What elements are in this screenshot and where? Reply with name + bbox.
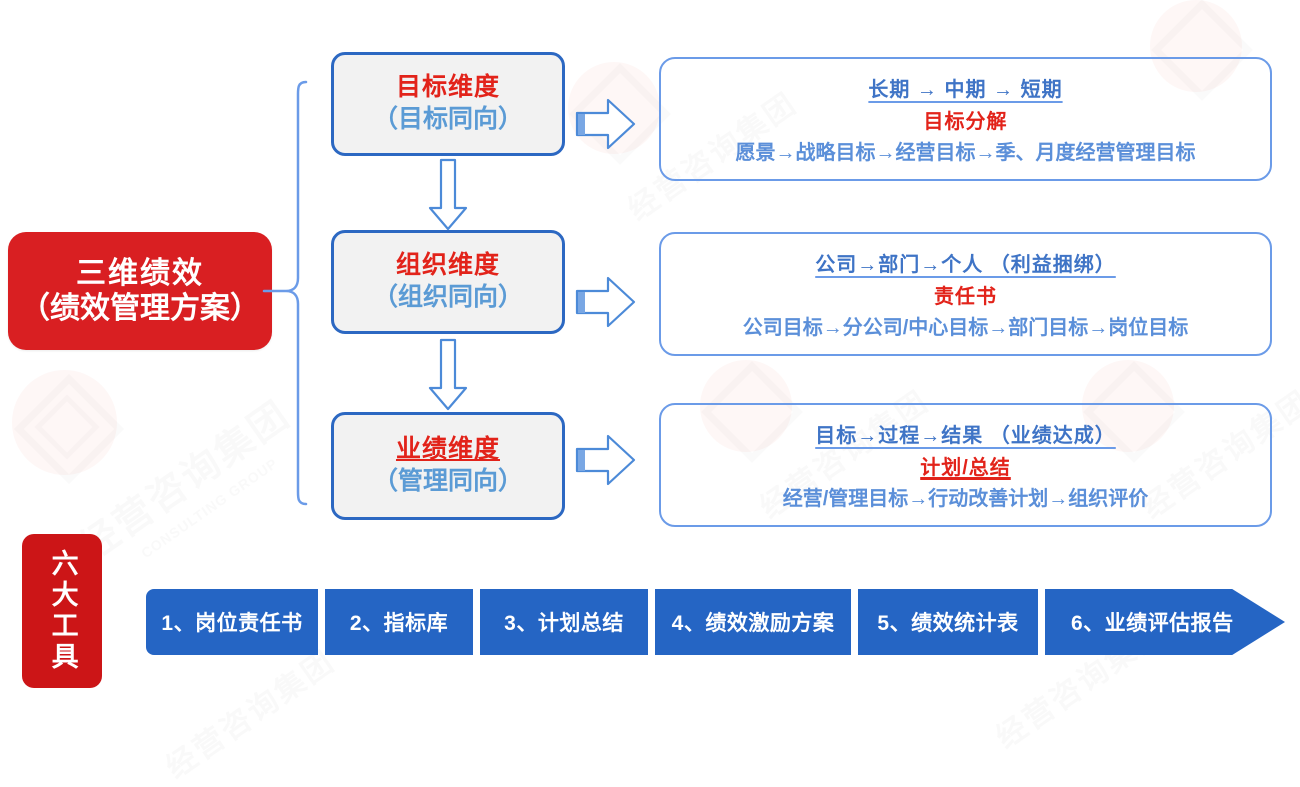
panel-mid: 责任书 <box>934 286 997 308</box>
dimension-subtitle: （目标同向） <box>372 105 523 134</box>
dimension-title: 组织维度 <box>395 251 500 280</box>
down-arrow-outline-icon <box>428 158 468 231</box>
tool-item-6[interactable]: 6、业绩评估报告 <box>1045 589 1285 655</box>
right-arrow-outline-icon <box>575 276 636 328</box>
main-concept-subtitle: （绩效管理方案） <box>20 292 260 325</box>
tools-toolbar: 1、岗位责任书 2、指标库 3、计划总结 4、绩效激励方案 5、绩效统计表 6、… <box>0 589 1300 657</box>
watermark-ring <box>12 370 117 475</box>
tool-item-label: 3、计划总结 <box>504 612 624 635</box>
left-curly-brace-icon <box>262 80 308 506</box>
six-tools-label: 六大工具 <box>22 534 102 688</box>
watermark-diamond-inner <box>34 394 100 460</box>
dimension-title: 业绩维度 <box>395 435 500 464</box>
panel-head: 目标→过程→结果 （业绩达成） <box>815 425 1116 447</box>
tool-item-1[interactable]: 1、岗位责任书 <box>146 589 318 655</box>
dimension-subtitle: （组织同向） <box>372 283 523 312</box>
dimension-title: 目标维度 <box>395 73 500 102</box>
panel-foot: 公司目标→分公司/中心目标→部门目标→岗位目标 <box>742 317 1189 339</box>
tool-item-label: 1、岗位责任书 <box>161 612 303 635</box>
main-concept-box[interactable]: 三维绩效 （绩效管理方案） <box>8 232 272 350</box>
dimension-subtitle: （管理同向） <box>372 467 523 496</box>
panel-mid: 目标分解 <box>923 111 1008 133</box>
panel-foot: 经营/管理目标→行动改善计划→组织评价 <box>782 488 1149 510</box>
six-tools-label-text: 六大工具 <box>47 549 78 673</box>
watermark-text: 经营咨询集团 <box>160 644 342 786</box>
detail-panel-performance[interactable]: 目标→过程→结果 （业绩达成） 计划/总结 经营/管理目标→行动改善计划→组织评… <box>659 403 1272 527</box>
watermark-diamond <box>13 373 125 485</box>
right-arrow-outline-icon <box>575 434 636 486</box>
detail-panel-goal[interactable]: 长期 → 中期 → 短期 目标分解 愿景→战略目标→经营目标→季、月度经营管理目… <box>659 57 1272 181</box>
tool-item-label: 5、绩效统计表 <box>877 612 1019 635</box>
tool-item-3[interactable]: 3、计划总结 <box>480 589 648 655</box>
watermark-subtext: CONSULTING GROUP <box>138 454 281 562</box>
right-arrow-outline-icon <box>575 98 636 150</box>
dimension-box-goal[interactable]: 目标维度 （目标同向） <box>331 52 565 156</box>
down-arrow-outline-icon <box>428 338 468 411</box>
tool-item-4[interactable]: 4、绩效激励方案 <box>655 589 851 655</box>
tool-item-label: 4、绩效激励方案 <box>671 612 835 635</box>
panel-foot: 愿景→战略目标→经营目标→季、月度经营管理目标 <box>735 142 1196 164</box>
tool-item-label: 2、指标库 <box>349 612 449 635</box>
diagram-canvas: 经营咨询集团 CONSULTING GROUP 经营咨询集团 经营咨询集团 经营… <box>0 0 1300 688</box>
panel-head: 公司→部门→个人 （利益捆绑） <box>815 254 1116 276</box>
tool-item-label: 6、业绩评估报告 <box>1071 612 1234 635</box>
tool-item-2[interactable]: 2、指标库 <box>325 589 473 655</box>
detail-panel-organization[interactable]: 公司→部门→个人 （利益捆绑） 责任书 公司目标→分公司/中心目标→部门目标→岗… <box>659 232 1272 356</box>
panel-head: 长期 → 中期 → 短期 <box>868 79 1063 101</box>
dimension-box-performance[interactable]: 业绩维度 （管理同向） <box>331 412 565 520</box>
panel-mid: 计划/总结 <box>920 457 1011 479</box>
tool-item-5[interactable]: 5、绩效统计表 <box>858 589 1038 655</box>
chevron-right-end-icon: 6、业绩评估报告 <box>1045 589 1285 655</box>
main-concept-title: 三维绩效 <box>76 256 204 290</box>
dimension-box-organization[interactable]: 组织维度 （组织同向） <box>331 230 565 334</box>
